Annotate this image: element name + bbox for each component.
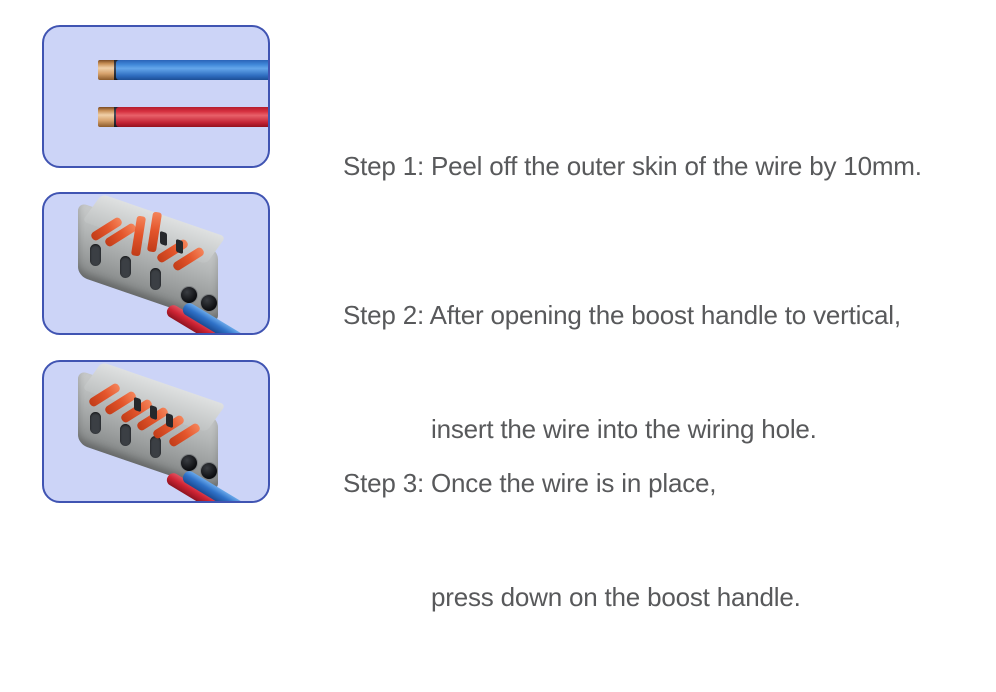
probe-slot — [150, 436, 161, 458]
lever-slot — [166, 412, 173, 429]
lever-connector-closed — [72, 362, 250, 501]
blue-wire — [116, 60, 268, 80]
step-1-line-1: Step 1: Peel off the outer skin of the w… — [343, 151, 922, 181]
step-3-text: Step 3: Once the wire is in place, press… — [343, 388, 963, 692]
step-2-line-1: Step 2: After opening the boost handle t… — [343, 300, 901, 330]
step-row-2: Step 2: After opening the boost handle t… — [0, 192, 996, 444]
wiring-hole — [180, 286, 198, 304]
step-row-1: Step 1: Peel off the outer skin of the w… — [0, 25, 996, 181]
lever-slot — [160, 230, 167, 247]
step-3-illustration-panel — [42, 360, 270, 503]
probe-slot — [120, 424, 131, 446]
lever-slot — [150, 404, 157, 421]
probe-slot — [90, 244, 101, 266]
connector-levers-open-illustration — [44, 194, 268, 333]
step-3-line-2: press down on the boost handle. — [431, 582, 801, 612]
step-1-text: Step 1: Peel off the outer skin of the w… — [343, 71, 963, 261]
wiring-hole — [180, 454, 198, 472]
lever-connector-open — [72, 194, 250, 333]
probe-slot — [120, 256, 131, 278]
red-wire — [116, 107, 268, 127]
lever-slot — [134, 396, 141, 413]
connector-levers-closed-illustration — [44, 362, 268, 501]
stripped-wires-illustration — [44, 27, 268, 166]
probe-slot — [90, 412, 101, 434]
step-2-illustration-panel — [42, 192, 270, 335]
lever-slot — [176, 238, 183, 255]
wiring-hole — [200, 294, 218, 312]
step-3-line-1: Step 3: Once the wire is in place, — [343, 468, 717, 498]
blue-wire-copper-tip — [98, 60, 116, 80]
step-2-text: Step 2: After opening the boost handle t… — [343, 220, 963, 524]
instruction-sheet: Step 1: Peel off the outer skin of the w… — [0, 25, 996, 612]
probe-slot — [150, 268, 161, 290]
red-wire-copper-tip — [98, 107, 116, 127]
wiring-hole — [200, 462, 218, 480]
step-row-3: Step 3: Once the wire is in place, press… — [0, 360, 996, 612]
step-2-line-2: insert the wire into the wiring hole. — [431, 414, 817, 444]
step-1-illustration-panel — [42, 25, 270, 168]
